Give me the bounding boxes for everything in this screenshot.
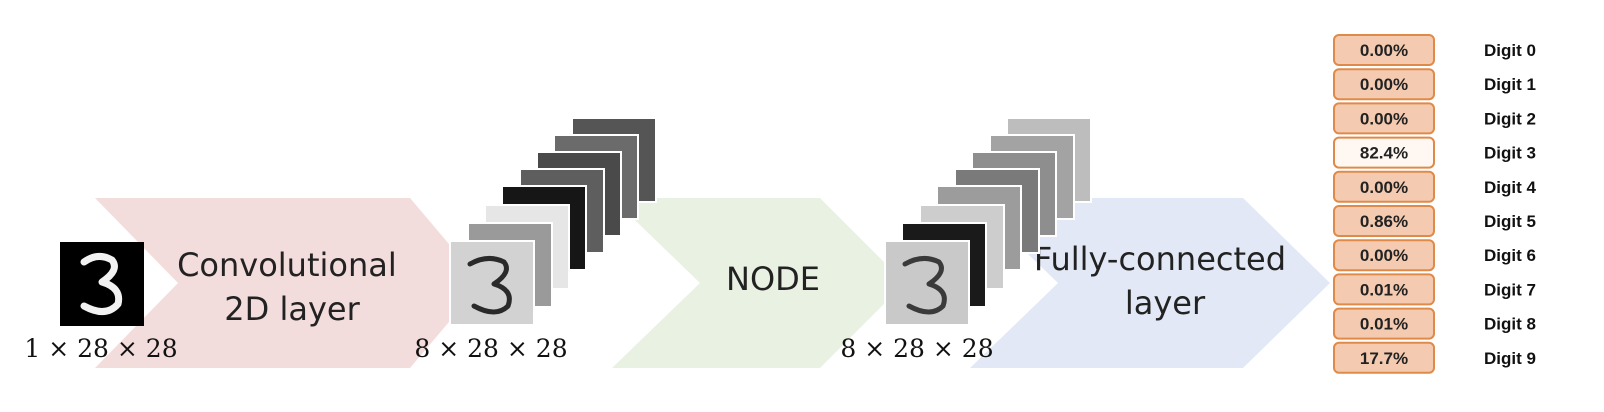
- probability-box: [1333, 34, 1435, 66]
- probability-box: [1333, 341, 1435, 374]
- probability-box: [1333, 307, 1435, 340]
- probability-value: 82.4%: [1360, 144, 1408, 163]
- probability-value: 0.00%: [1360, 41, 1408, 60]
- output-row: 82.4% Digit 3: [1333, 136, 1536, 169]
- output-probabilities: 0.00% Digit 0 0.00% Digit 1 0.00% Digit 2 82.4…: [1333, 34, 1536, 374]
- digit-class-label: Digit 8: [1484, 315, 1536, 334]
- probability-value: 0.00%: [1360, 75, 1408, 94]
- feature-map-stack-2: [884, 117, 1092, 326]
- output-row: 17.7% Digit 9: [1333, 341, 1536, 374]
- fc-stage-arrow: [970, 198, 1330, 368]
- probability-box: [1333, 170, 1435, 203]
- probability-value: 0.86%: [1360, 212, 1408, 231]
- output-row: 0.00% Digit 4: [1333, 170, 1536, 203]
- feature-map-stack-1: [449, 117, 657, 326]
- digit-class-label: Digit 9: [1484, 349, 1536, 368]
- probability-value: 0.00%: [1360, 178, 1408, 197]
- probability-box: [1333, 273, 1435, 306]
- output-row: 0.00% Digit 2: [1333, 102, 1536, 135]
- output-row: 0.01% Digit 7: [1333, 273, 1536, 306]
- output-row: 0.00% Digit 1: [1333, 68, 1536, 101]
- probability-box: [1333, 136, 1435, 169]
- probability-value: 0.01%: [1360, 280, 1408, 299]
- fc-stage-label: Fully-connected layer: [1034, 240, 1296, 322]
- probability-box: [1333, 68, 1435, 101]
- output-row: 0.00% Digit 6: [1333, 239, 1536, 272]
- probability-box: [1333, 102, 1435, 135]
- probability-value: 0.00%: [1360, 246, 1408, 265]
- input-shape-label: 1 × 28 × 28: [24, 334, 177, 363]
- digit-class-label: Digit 4: [1484, 178, 1536, 197]
- conv-stage-arrow: [95, 198, 482, 368]
- node-stage-label: NODE: [726, 260, 820, 298]
- output-row: 0.01% Digit 8: [1333, 307, 1536, 340]
- conv-output-shape-label: 8 × 28 × 28: [414, 334, 567, 363]
- probability-value: 17.7%: [1360, 349, 1408, 368]
- digit-class-label: Digit 1: [1484, 75, 1536, 94]
- probability-box: [1333, 239, 1435, 272]
- probability-value: 0.00%: [1360, 109, 1408, 128]
- digit-class-label: Digit 5: [1484, 212, 1536, 231]
- digit-class-label: Digit 2: [1484, 109, 1536, 128]
- probability-value: 0.01%: [1360, 315, 1408, 334]
- output-row: 0.86% Digit 5: [1333, 205, 1536, 237]
- node-output-shape-label: 8 × 28 × 28: [840, 334, 993, 363]
- digit-class-label: Digit 7: [1484, 280, 1536, 299]
- digit-class-label: Digit 6: [1484, 246, 1536, 265]
- digit-class-label: Digit 3: [1484, 144, 1536, 163]
- input-digit-image: [60, 242, 144, 326]
- node-stage-arrow: [612, 198, 905, 368]
- probability-box: [1333, 205, 1435, 237]
- output-row: 0.00% Digit 0: [1333, 34, 1536, 66]
- conv-stage-label: Convolutional 2D layer: [177, 246, 407, 328]
- digit-class-label: Digit 0: [1484, 41, 1536, 60]
